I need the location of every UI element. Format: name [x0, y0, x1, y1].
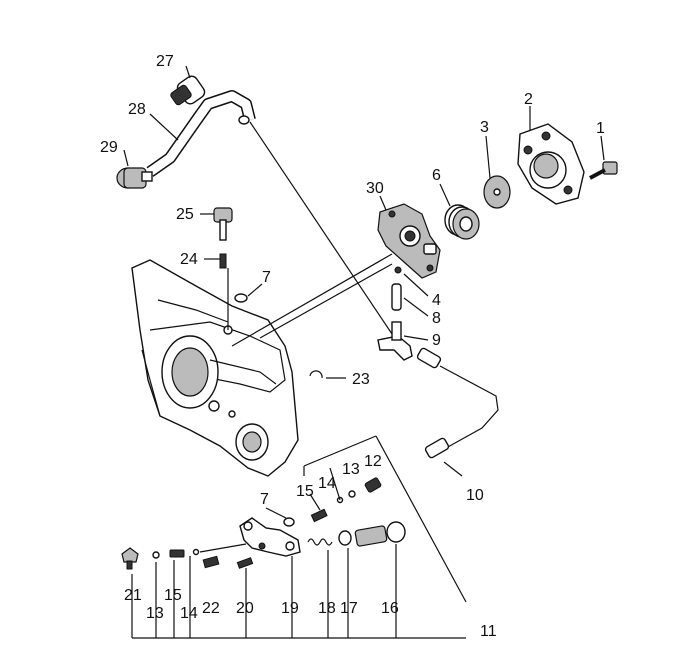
part-20-pin	[236, 557, 254, 569]
callout-28: 28	[128, 101, 146, 118]
part-21-screw	[121, 547, 139, 570]
callout-30: 30	[366, 180, 384, 197]
callout-27: 27	[156, 53, 174, 70]
crankcase-housing	[131, 259, 299, 477]
part-24-spring-pin	[219, 253, 227, 269]
callout-22: 22	[202, 600, 220, 617]
part-23-clip	[309, 370, 323, 379]
callout-20: 20	[236, 600, 254, 617]
callout-13-lower: 13	[146, 605, 164, 622]
part-25-screw	[213, 207, 233, 241]
callout-11: 11	[480, 623, 497, 640]
part-7-o-ring-upper	[234, 293, 248, 303]
part-15-screw-upper	[310, 508, 328, 523]
part-12-fitting	[364, 477, 382, 493]
callout-15-upper: 15	[296, 483, 314, 500]
callout-3: 3	[480, 119, 489, 136]
part-4-ball	[394, 266, 402, 274]
part-13-ring-upper	[348, 490, 356, 498]
callout-6: 6	[432, 167, 441, 184]
callout-12: 12	[364, 453, 382, 470]
part-14-ring-lower	[192, 548, 200, 556]
part-6-worm-gear	[444, 204, 480, 240]
callout-19: 19	[281, 600, 299, 617]
callout-13-upper: 13	[342, 461, 360, 478]
callout-8: 8	[432, 310, 441, 327]
callout-14-lower: 14	[180, 605, 198, 622]
part-16-adjuster	[354, 521, 406, 547]
callout-14-upper: 14	[318, 475, 336, 492]
callout-21: 21	[124, 587, 142, 604]
callout-4: 4	[432, 292, 441, 309]
part-3-washer	[483, 175, 511, 209]
callout-24: 24	[180, 251, 198, 268]
callout-29: 29	[100, 139, 118, 156]
callout-25: 25	[176, 206, 194, 223]
callout-16: 16	[381, 600, 399, 617]
part-7-o-ring-lower	[283, 517, 295, 527]
part-2-cover-plate	[517, 123, 585, 205]
callout-17: 17	[340, 600, 358, 617]
callout-23: 23	[352, 371, 370, 388]
callout-10: 10	[466, 487, 484, 504]
part-27-cap	[170, 75, 206, 106]
part-15-screw-lower	[169, 549, 185, 558]
part-10-oil-line	[416, 347, 499, 459]
part-22-screw	[202, 555, 220, 569]
part-18-spring	[307, 538, 333, 546]
part-13-ring-lower	[152, 551, 160, 559]
part-17-o-ring	[338, 530, 352, 546]
part-8-sleeve	[391, 283, 402, 311]
part-9-fitting	[377, 321, 413, 361]
callout-15-lower: 15	[164, 587, 182, 604]
callout-7-lower: 7	[260, 491, 269, 508]
callout-18: 18	[318, 600, 336, 617]
callout-7-upper: 7	[262, 269, 271, 286]
part-1-screw	[589, 161, 618, 180]
hose-assembly	[116, 75, 393, 335]
callout-2: 2	[524, 91, 533, 108]
callout-1: 1	[596, 120, 605, 137]
part-29-filter	[116, 167, 153, 189]
part-30-pump-body	[377, 203, 441, 279]
part-19-lever	[239, 517, 301, 557]
callout-9: 9	[432, 332, 441, 349]
